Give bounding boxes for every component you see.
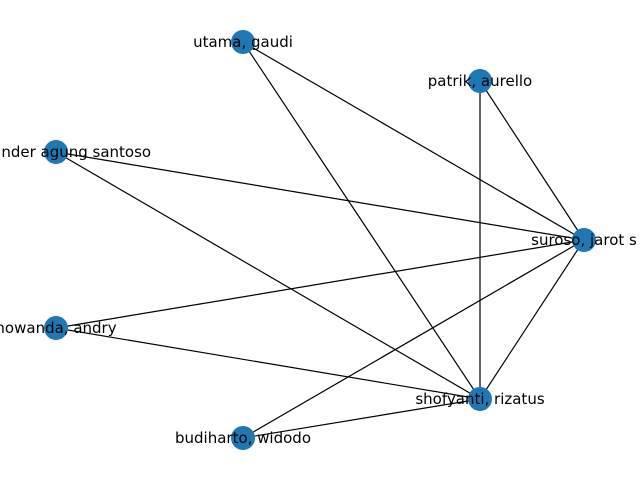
node-budiharto [231, 426, 255, 450]
node-label-suroso: suroso, jarot s [531, 231, 637, 249]
node-label-utama: utama, gaudi [193, 33, 293, 51]
node-label-andry: nowanda, andry [0, 319, 117, 337]
node-shofyanti [468, 387, 492, 411]
node-label-alexander: alexander agung santoso [0, 143, 151, 161]
edge-utama-suroso [242, 41, 585, 241]
edge-andry-suroso [55, 239, 585, 329]
node-label-budiharto: budiharto, widodo [175, 429, 311, 447]
node-andry [44, 316, 68, 340]
edge-layer [55, 41, 585, 439]
node-utama [231, 30, 255, 54]
edge-budiharto-suroso [242, 239, 585, 439]
edge-patrik-suroso [479, 80, 585, 241]
label-layer: utama, gaudi patrik, aurello alexander agu… [0, 33, 637, 447]
node-layer [44, 30, 596, 450]
node-label-shofyanti: shofyanti, rizatus [415, 390, 544, 408]
edge-utama-shofyanti [242, 41, 481, 400]
node-label-patrik: patrik, aurello [428, 72, 532, 90]
edge-alexander-shofyanti [55, 151, 481, 400]
node-patrik [468, 69, 492, 93]
edge-alexander-suroso [55, 151, 585, 241]
edge-andry-shofyanti [55, 327, 481, 400]
edge-budiharto-shofyanti [242, 398, 481, 439]
edge-suroso-shofyanti [479, 239, 585, 400]
node-suroso [572, 228, 596, 252]
node-alexander [44, 140, 68, 164]
